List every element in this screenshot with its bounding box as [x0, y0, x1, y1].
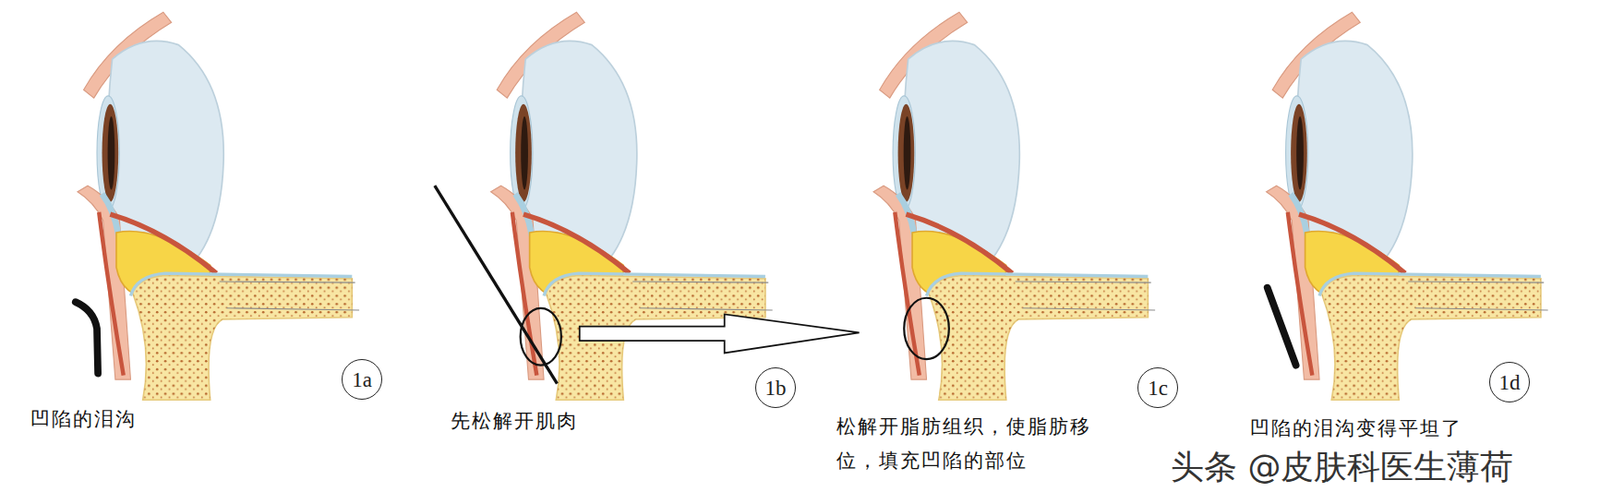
callout-number: 1d — [1499, 372, 1521, 394]
panel-1d — [1266, 12, 1549, 400]
panel-1c — [873, 12, 1155, 400]
callout-number: 1a — [351, 369, 373, 391]
tear-trough-curve — [75, 301, 98, 373]
watermark: 头条 @皮肤科医生薄荷 — [1170, 446, 1514, 487]
flattened-trough-line — [1267, 288, 1297, 366]
caption-text: 凹陷的泪沟 — [30, 402, 137, 437]
hollow-arrow — [579, 313, 860, 353]
panel-1a — [77, 12, 360, 400]
incision-line — [434, 185, 558, 384]
fat-shift-circle — [903, 298, 950, 360]
callout-circle: 1b — [755, 367, 796, 409]
callout-circle: 1c — [1137, 367, 1179, 409]
callout-number: 1c — [1147, 377, 1168, 399]
caption-text: 先松解开肌肉 — [450, 404, 578, 439]
release-circle — [520, 308, 562, 366]
callout-circle: 1a — [341, 359, 383, 400]
callout-number: 1b — [765, 377, 787, 399]
caption-text: 凹陷的泪沟变得平坦了 — [1250, 411, 1463, 446]
caption-text: 松解开脂肪组织，使脂肪移位，填充凹陷的部位 — [836, 409, 1110, 479]
callout-circle: 1d — [1489, 361, 1530, 403]
